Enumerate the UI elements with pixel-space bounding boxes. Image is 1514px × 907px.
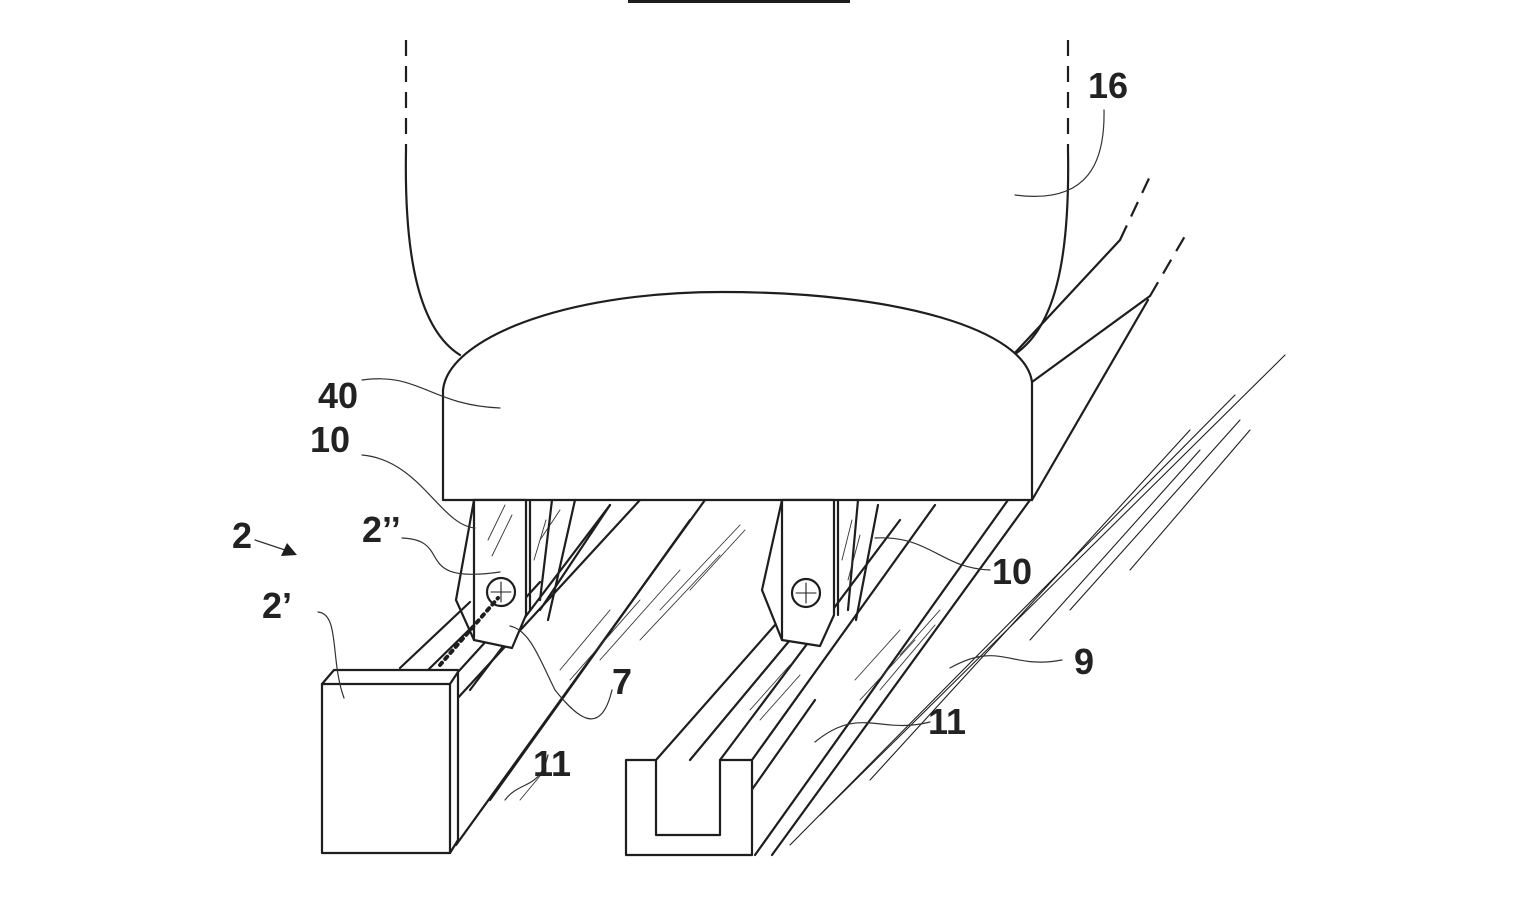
dotted-path — [438, 596, 500, 667]
dome-block-40 — [441, 290, 1150, 502]
arrow-2 — [254, 539, 297, 556]
block-2-prime — [320, 668, 460, 855]
label-11-right: 11 — [928, 701, 966, 742]
screw-right — [790, 577, 822, 609]
label-2-prime: 2’ — [262, 585, 292, 626]
label-2-double-prime: 2’’ — [362, 509, 401, 550]
label-2: 2 — [232, 515, 252, 556]
leader-lines — [317, 109, 1105, 801]
label-40: 40 — [318, 375, 358, 416]
label-7: 7 — [612, 661, 632, 702]
rail-system — [398, 354, 1286, 857]
upper-body-16 — [404, 40, 1186, 384]
hatching — [519, 509, 941, 801]
label-16: 16 — [1088, 65, 1128, 106]
label-9: 9 — [1074, 641, 1094, 682]
label-11-left: 11 — [533, 743, 571, 784]
label-10-left: 10 — [310, 419, 350, 460]
label-10-right: 10 — [992, 551, 1032, 592]
clamp-right-10 — [760, 498, 880, 648]
screw-left — [485, 576, 517, 608]
reference-labels: 16 40 10 2 2’’ 2’ 10 9 7 11 11 — [232, 65, 1128, 784]
